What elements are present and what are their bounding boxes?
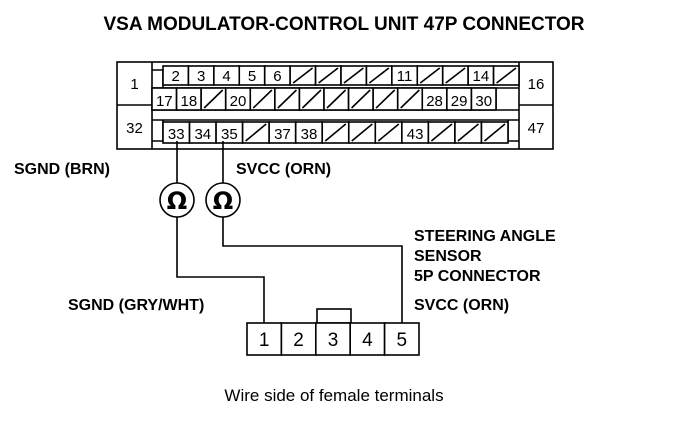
connector-5p-latch (316, 308, 352, 324)
pin-label: 28 (426, 93, 443, 110)
diagram-caption: Wire side of female terminals (224, 386, 443, 405)
connector-5p-cavity (314, 322, 351, 356)
label-sgnd-brn: SGND (BRN) (14, 161, 110, 178)
empty-cavity-slash (430, 123, 453, 142)
empty-cavity-slash (400, 89, 420, 109)
connector-5p-pin-label: 1 (259, 330, 270, 351)
pin-label: 29 (451, 93, 468, 110)
pin-label: 34 (194, 126, 211, 143)
empty-cavity-slash (318, 67, 339, 84)
connector-47p-row2: 17 18 20 28 29 30 (151, 87, 497, 111)
pin-16-label: 16 (528, 76, 545, 93)
empty-cavity-slash (301, 89, 322, 109)
empty-cavity-slash (245, 123, 267, 142)
pin-label: 4 (222, 68, 230, 85)
connector-5p-pin-label: 4 (362, 330, 373, 351)
empty-cavity-slash (375, 89, 396, 109)
pin-label: 37 (274, 126, 291, 143)
ohmmeter-right: Ω (205, 182, 241, 218)
pin-32-label: 32 (126, 120, 143, 137)
ohm-symbol-right: Ω (213, 187, 233, 215)
empty-cavity-slash (292, 67, 314, 84)
connector-5p-pin-label: 3 (328, 330, 339, 351)
ohmmeter-left: Ω (159, 182, 195, 218)
empty-cavity-slash (351, 89, 371, 109)
pin-label: 43 (407, 126, 424, 143)
steering-sensor-5p-connector: 1 2 3 4 5 (246, 308, 420, 356)
pin-47-label: 47 (528, 120, 545, 137)
label-svcc-orn-top: SVCC (ORN) (236, 161, 331, 178)
connector-5p-cavity (246, 322, 283, 356)
empty-cavity-slash (351, 123, 373, 142)
pin-label: 11 (397, 68, 413, 85)
sensor-label-line2: SENSOR (414, 248, 482, 265)
empty-cavity-slash (343, 67, 364, 84)
pin-label: 33 (168, 126, 185, 143)
empty-cavity-slash (324, 123, 347, 142)
ohm-symbol-left: Ω (167, 187, 187, 215)
empty-cavity-slash (445, 67, 466, 84)
sensor-label-line1: STEERING ANGLE (414, 228, 556, 245)
empty-cavity-slash (368, 67, 390, 84)
diagram-title: VSA MODULATOR-CONTROL UNIT 47P CONNECTOR (103, 14, 584, 35)
empty-cavity-slash (252, 89, 273, 109)
connector-5p-pin-label: 2 (293, 330, 304, 351)
label-sgnd-gry-wht: SGND (GRY/WHT) (68, 297, 204, 314)
pin-label: 14 (473, 68, 490, 85)
empty-cavity-slash (326, 89, 347, 109)
empty-cavity-slash (203, 89, 224, 109)
empty-cavity-slash (496, 67, 517, 84)
sensor-label-line3: 5P CONNECTOR (414, 268, 541, 285)
connector-47p-row3: 33 34 35 37 38 43 (162, 121, 509, 144)
pin-label: 5 (248, 68, 256, 85)
pin-label: 18 (181, 93, 198, 110)
pin-label: 6 (273, 68, 281, 85)
pin-label: 20 (230, 93, 247, 110)
pin-label: 35 (221, 126, 238, 143)
pin-1-label: 1 (130, 76, 138, 93)
pin-label: 17 (156, 93, 173, 110)
pin-label: 30 (475, 93, 492, 110)
pin-label: 3 (197, 68, 205, 85)
wire-svcc-orn-lower (222, 217, 403, 323)
pin-label: 2 (172, 68, 180, 85)
connector-5p-cavity (383, 322, 420, 356)
empty-cavity-slash (483, 123, 506, 142)
empty-cavity-slash (457, 123, 479, 142)
connector-5p-pin-label: 5 (397, 330, 408, 351)
connector-5p-cavity (280, 322, 317, 356)
connector-5p-cavity (349, 322, 386, 356)
wire-sgnd-gry-wht (176, 217, 265, 323)
empty-cavity-slash (377, 123, 400, 142)
empty-cavity-slash (419, 67, 441, 84)
pin-label: 38 (301, 126, 318, 143)
empty-cavity-slash (277, 89, 297, 109)
row2-cavity (470, 87, 497, 111)
label-svcc-orn-bottom: SVCC (ORN) (414, 297, 509, 314)
